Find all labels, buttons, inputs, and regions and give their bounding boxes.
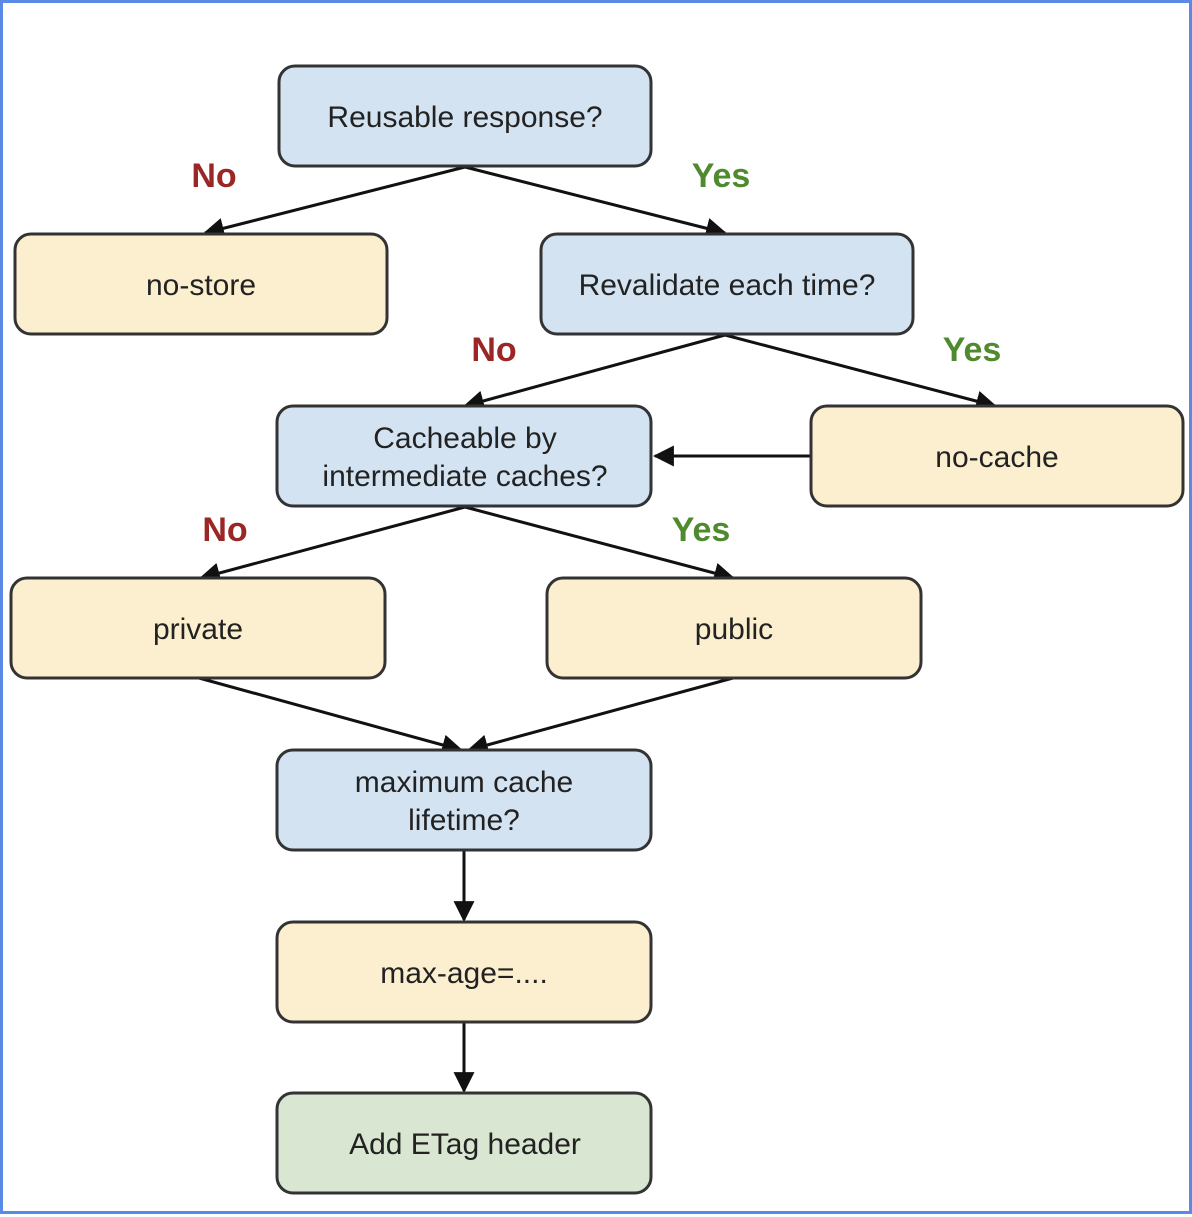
node-max-age: max-age=.... — [275, 920, 653, 1024]
node-cacheable-line2: intermediate caches? — [322, 460, 607, 493]
node-private: private — [9, 576, 387, 680]
node-public: public — [545, 576, 923, 680]
node-reusable-response: Reusable response? — [277, 64, 653, 168]
node-private-text: private — [153, 613, 243, 646]
node-revalidate-each-time-text: Revalidate each time? — [579, 269, 876, 302]
label-no-reusable: No — [191, 157, 236, 195]
node-no-cache: no-cache — [809, 404, 1185, 508]
label-no-revalidate: No — [471, 331, 516, 369]
label-yes-cacheable: Yes — [672, 511, 731, 549]
node-cacheable-line1: Cacheable by — [373, 422, 556, 455]
node-reusable-response-text: Reusable response? — [327, 101, 602, 134]
edge-public-to-maxlife — [466, 676, 734, 756]
label-yes-revalidate: Yes — [943, 331, 1002, 369]
node-no-store: no-store — [13, 232, 389, 336]
edge-cacheable-to-public — [464, 505, 736, 584]
edge-revalidate-to-no-cache — [724, 333, 998, 412]
edge-reusable-to-revalidate — [464, 165, 728, 239]
label-no-cacheable: No — [202, 511, 247, 549]
node-maxlife-line2: lifetime? — [408, 804, 520, 837]
node-cacheable-intermediate: Cacheable by intermediate caches? — [275, 404, 653, 508]
node-no-store-text: no-store — [146, 269, 256, 302]
node-add-etag-header: Add ETag header — [275, 1091, 653, 1195]
label-yes-reusable: Yes — [692, 157, 751, 195]
node-revalidate-each-time: Revalidate each time? — [539, 232, 915, 336]
edge-revalidate-to-cacheable — [462, 333, 726, 412]
flowchart-canvas: No Yes No Yes No Yes Reusable response? … — [9, 64, 1185, 1195]
edge-private-to-maxlife — [198, 676, 464, 756]
node-max-age-text: max-age=.... — [380, 957, 548, 990]
node-maximum-cache-lifetime: maximum cache lifetime? — [275, 748, 653, 852]
node-add-etag-header-text: Add ETag header — [349, 1128, 581, 1161]
node-public-text: public — [695, 613, 773, 646]
node-no-cache-text: no-cache — [935, 441, 1058, 474]
node-maxlife-line1: maximum cache — [355, 766, 573, 799]
edge-reusable-to-no-store — [202, 165, 466, 239]
edge-cacheable-to-private — [198, 505, 466, 584]
